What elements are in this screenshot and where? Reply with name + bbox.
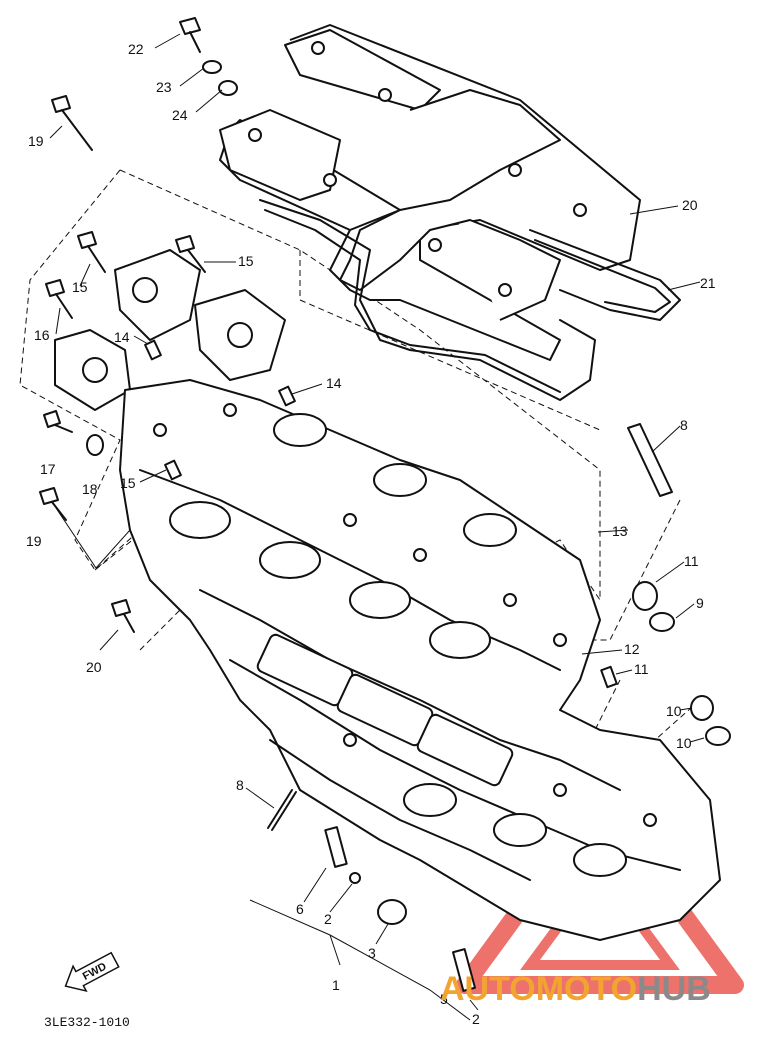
label-15a: 15: [238, 253, 254, 269]
label-21: 21: [700, 275, 716, 291]
label-9: 10: [666, 703, 682, 719]
label-14b: 14: [326, 375, 342, 391]
label-7: 8: [680, 417, 688, 433]
label-15c: 16: [34, 327, 50, 343]
watermark-moto: MOTO: [536, 970, 637, 1008]
combustion-chambers: [169, 413, 627, 877]
label-2b: 2: [472, 1011, 480, 1027]
label-16: 17: [40, 461, 56, 477]
part-labels: 22 23 24 19 20 21 15 15 16 14 14 15 17 1…: [26, 41, 716, 1027]
label-18: 19: [28, 133, 44, 149]
label-4: 6: [296, 901, 304, 917]
label-12: 12: [624, 641, 640, 657]
label-5: 5: [440, 991, 448, 1007]
cylinder-head: [119, 379, 721, 941]
watermark-hub: HUB: [637, 970, 711, 1008]
valve-cover: [219, 24, 641, 361]
label-6: 8: [236, 777, 244, 793]
watermark-text: AUTOMOTOHUB: [440, 970, 711, 1008]
forward-arrow-icon: FWD: [64, 951, 120, 993]
camshaft-caps: [54, 249, 286, 411]
diagram-code: 3LE332-1010: [44, 1015, 130, 1030]
label-19b: 20: [86, 659, 102, 675]
label-23: 23: [156, 79, 172, 95]
label-14c: 15: [120, 475, 136, 491]
hardware-parts: [39, 17, 731, 992]
label-19a: 19: [26, 533, 42, 549]
watermark-auto: AUTO: [440, 970, 536, 1008]
label-1: 1: [332, 977, 340, 993]
label-8b: 10: [676, 735, 692, 751]
label-14a: 14: [114, 329, 130, 345]
label-10: 11: [684, 553, 699, 569]
label-11: 11: [634, 661, 649, 677]
svg-text:AUTOMOTOHUB: AUTOMOTOHUB: [440, 970, 711, 1008]
valve-cover-gasket: [259, 199, 681, 401]
label-13: 13: [612, 523, 628, 539]
label-20: 20: [682, 197, 698, 213]
label-24: 24: [172, 107, 188, 123]
label-2a: 2: [324, 911, 332, 927]
label-17: 18: [82, 481, 98, 497]
label-22: 22: [128, 41, 144, 57]
label-8a: 9: [696, 595, 704, 611]
label-3: 3: [368, 945, 376, 961]
leader-lines: [49, 33, 705, 1021]
label-15b: 15: [72, 279, 88, 295]
